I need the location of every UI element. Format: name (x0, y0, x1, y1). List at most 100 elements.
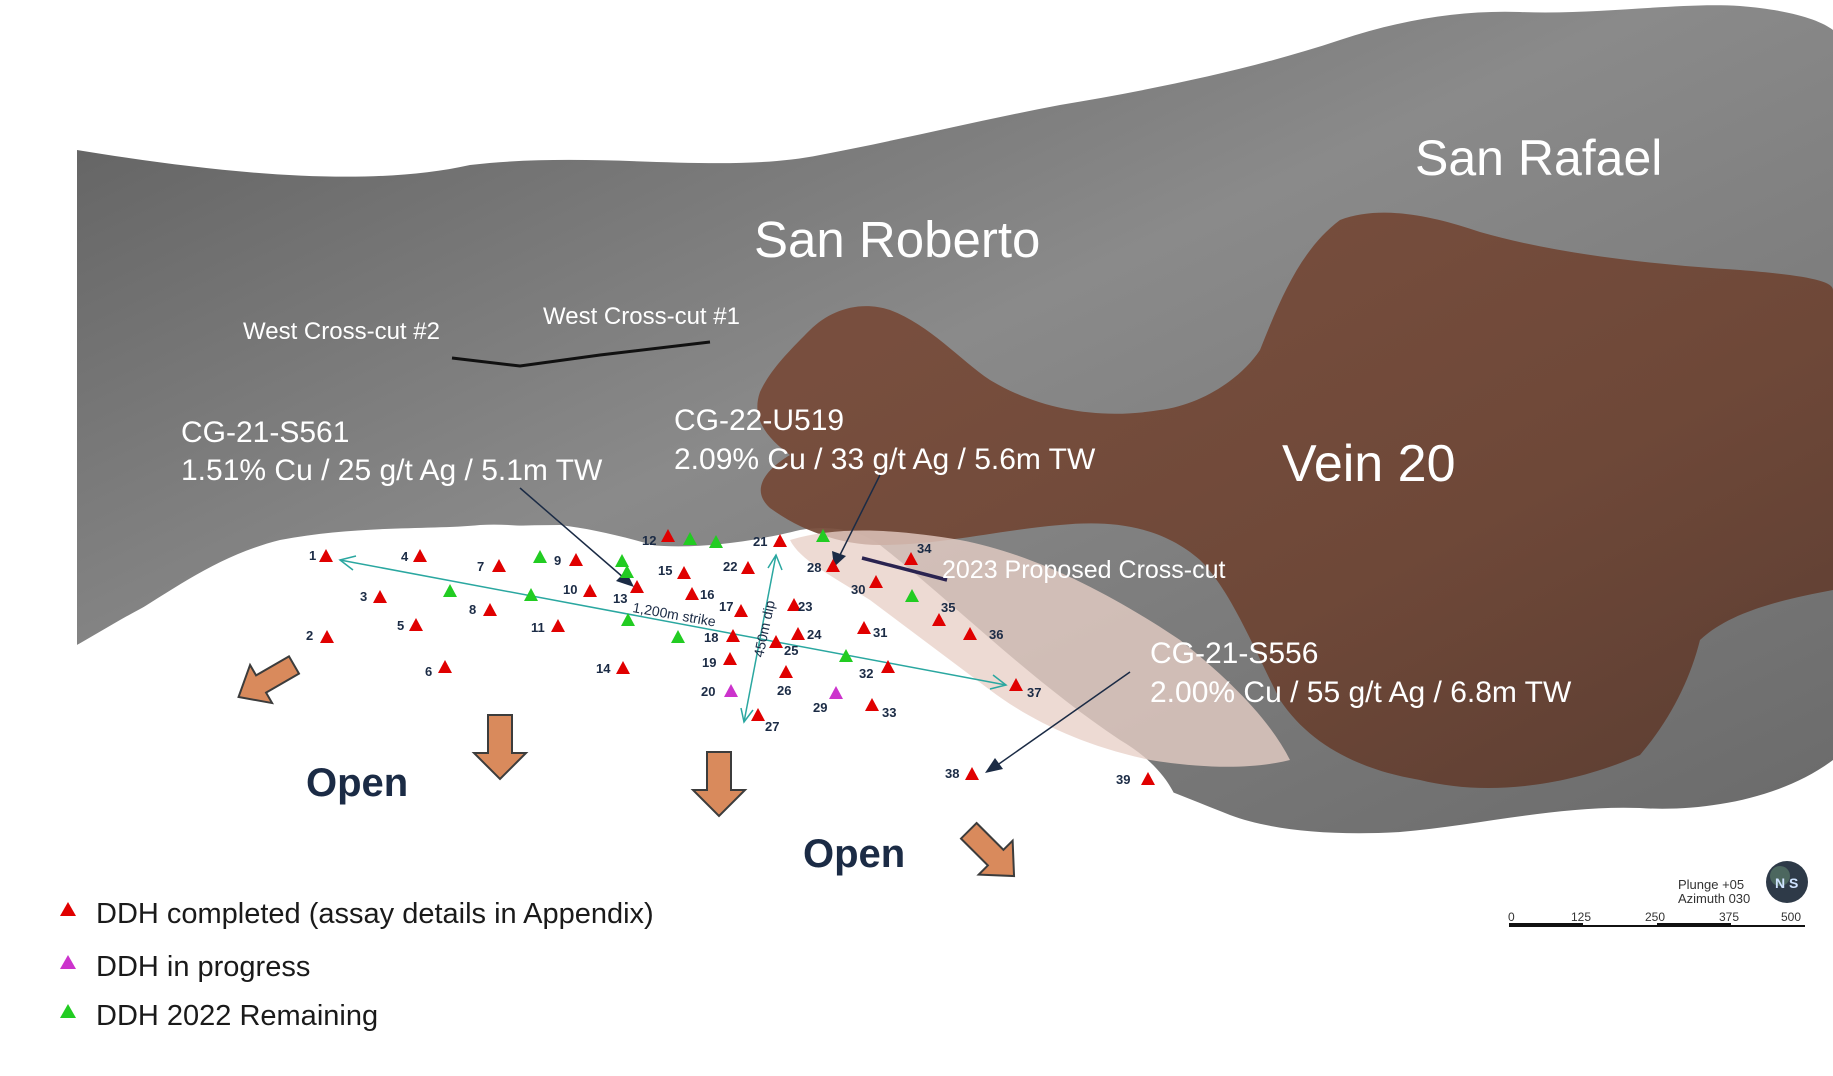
drill-hole-label: 3 (360, 589, 367, 604)
legend-label: DDH 2022 Remaining (96, 1000, 379, 1032)
drill-hole-remaining-marker (615, 554, 629, 567)
zone-label-san-rafael: San Rafael (1415, 130, 1662, 186)
west-cross-cut-1-label: West Cross-cut #1 (543, 303, 740, 330)
drill-hole-marker (1141, 772, 1155, 785)
drill-hole-marker (932, 613, 946, 626)
dip-arrowhead-bottom (740, 707, 754, 724)
strike-line (339, 559, 1007, 686)
scale-segment (1657, 923, 1731, 927)
drill-hole-marker (751, 708, 765, 721)
azimuth-label: Azimuth 030 (1678, 891, 1750, 906)
compass-globe-highlight (1770, 866, 1790, 886)
drill-hole-marker (438, 660, 452, 673)
drill-hole-marker (723, 652, 737, 665)
scale-tick-375: 375 (1719, 910, 1739, 924)
intercept-leader-line (519, 487, 625, 579)
intercept-callout-s556: CG-21-S556 2.00% Cu / 55 g/t Ag / 6.8m T… (985, 637, 1572, 773)
drill-hole-remaining-marker (443, 584, 457, 597)
drill-hole-marker (865, 698, 879, 711)
drill-hole-label: 2 (306, 628, 313, 643)
drill-hole-marker (869, 575, 883, 588)
drill-hole-label: 16 (700, 587, 714, 602)
drill-hole-label: 35 (941, 600, 955, 615)
drill-hole-marker (769, 635, 783, 648)
drill-hole-marker (1009, 678, 1023, 691)
plunge-label: Plunge +05 (1678, 877, 1744, 892)
magenta-triangle-icon (60, 954, 76, 969)
west-cross-cut-2-label: West Cross-cut #2 (243, 318, 440, 345)
drill-hole-label: 6 (425, 664, 432, 679)
drill-hole-marker (583, 584, 597, 597)
drill-hole-label: 30 (851, 582, 865, 597)
drill-hole-marker (857, 621, 871, 634)
scale-bar: 0 125 250 375 500 (1508, 910, 1805, 927)
drill-hole-remaining-marker (620, 565, 634, 578)
drill-hole-marker (779, 665, 793, 678)
drill-hole-label: 37 (1027, 685, 1041, 700)
intercept-callout-u519: CG-22-U519 2.09% Cu / 33 g/t Ag / 5.6m T… (674, 404, 1096, 567)
drill-hole-label: 25 (784, 643, 798, 658)
drill-hole-label: 11 (531, 620, 545, 635)
open-arrow-down-2 (690, 751, 748, 818)
drill-hole-marker (734, 604, 748, 617)
drill-hole-label: 17 (719, 599, 733, 614)
legend-item-in-progress: DDH in progress (60, 951, 310, 984)
drill-hole-marker (881, 660, 895, 673)
drill-hole-marker (829, 686, 843, 699)
drill-hole-label: 7 (477, 559, 484, 574)
intercept-assay-label: 2.09% Cu / 33 g/t Ag / 5.6m TW (674, 443, 1096, 476)
drill-hole-marker (661, 529, 675, 542)
drill-hole-marker (904, 552, 918, 565)
drill-hole-label: 39 (1116, 772, 1130, 787)
drill-hole-label: 24 (807, 627, 822, 642)
red-triangle-icon (60, 901, 76, 916)
drill-hole-remaining-marker (816, 529, 830, 542)
drill-hole-marker (787, 598, 801, 611)
drill-hole-marker (741, 561, 755, 574)
intercept-leader-arrowhead (832, 551, 846, 567)
drill-hole-label: 26 (777, 683, 791, 698)
drill-hole-marker (963, 627, 977, 640)
drill-hole-label: 13 (613, 591, 627, 606)
drill-hole-remaining-marker (671, 630, 685, 643)
drill-hole-label: 27 (765, 719, 779, 734)
drill-hole-label: 28 (807, 560, 821, 575)
drill-hole-remaining-marker (524, 588, 538, 601)
drill-hole-label: 32 (859, 666, 873, 681)
drill-hole-marker (677, 566, 691, 579)
drill-hole-marker (569, 553, 583, 566)
drill-hole-label: 31 (873, 625, 887, 640)
intercept-leader-line (839, 474, 881, 556)
orientation-block: Plunge +05 Azimuth 030 N S (1678, 861, 1808, 906)
drill-hole-label: 34 (917, 541, 932, 556)
drill-hole-label: 14 (596, 661, 611, 676)
drill-hole-label: 19 (702, 655, 716, 670)
scale-tick-125: 125 (1571, 910, 1591, 924)
intercept-leader-arrowhead (616, 571, 634, 587)
proposed-cross-cut-line (861, 556, 948, 582)
drill-hole-label: 22 (723, 559, 737, 574)
drill-hole-label: 9 (554, 553, 561, 568)
drill-hole-marker (413, 549, 427, 562)
drill-hole-marker (483, 603, 497, 616)
drill-hole-marker (685, 587, 699, 600)
compass-letters: N S (1775, 875, 1798, 891)
scale-segment (1509, 923, 1583, 927)
intercept-leader-arrowhead (985, 758, 1003, 773)
drill-hole-remaining-marker (905, 589, 919, 602)
drill-hole-remaining-marker (709, 535, 723, 548)
drill-hole-label: 8 (469, 602, 476, 617)
open-arrow-southeast (959, 821, 1016, 878)
drill-hole-label: 33 (882, 705, 896, 720)
drill-hole-marker (320, 630, 334, 643)
proposed-cross-cut-label: 2023 Proposed Cross-cut (942, 556, 1226, 584)
vein-20-lower-extension (790, 530, 1290, 767)
zone-label-vein-20: Vein 20 (1282, 435, 1456, 493)
intercept-hole-label: CG-21-S556 (1150, 637, 1318, 670)
drill-hole-label: 29 (813, 700, 827, 715)
drill-hole-label: 5 (397, 618, 404, 633)
scale-tick-250: 250 (1645, 910, 1665, 924)
drill-hole-label: 15 (658, 563, 672, 578)
